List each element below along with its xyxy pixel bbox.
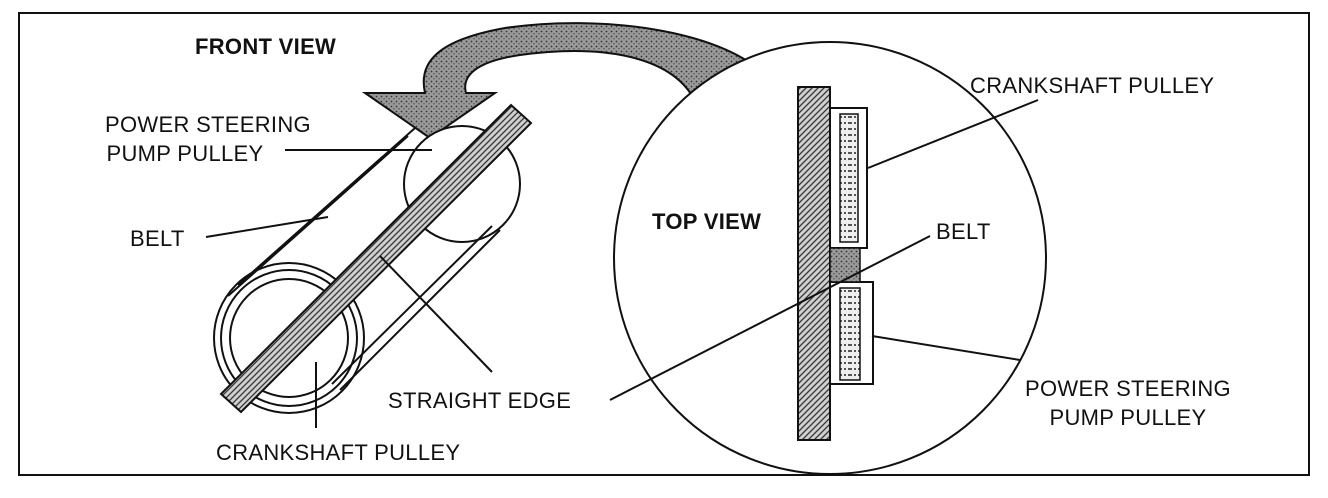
power-steering-label-line2: PUMP PULLEY bbox=[106, 141, 264, 166]
power-steering-pulley-label-top: POWER STEERING PUMP PULLEY bbox=[1002, 377, 1254, 430]
crankshaft-pulley-top bbox=[828, 107, 868, 249]
straight-edge-front bbox=[219, 103, 533, 414]
belt-top bbox=[829, 247, 861, 283]
crankshaft-pulley-label-top: CRANKSHAFT PULLEY bbox=[970, 73, 1215, 98]
power-steering-label-line1: POWER STEERING bbox=[105, 112, 311, 137]
diagram-frame bbox=[18, 12, 1310, 476]
crankshaft-pulley-label-front: CRANKSHAFT PULLEY bbox=[216, 440, 461, 465]
belt-label-front: BELT bbox=[130, 226, 185, 251]
front-leader-lines bbox=[205, 149, 493, 428]
belt-label-top: BELT bbox=[936, 219, 991, 244]
front-view-title: FRONT VIEW bbox=[195, 34, 337, 59]
power-steering-pulley-top bbox=[828, 281, 874, 385]
belt-front bbox=[227, 127, 501, 391]
top-leader-lines bbox=[609, 99, 1039, 401]
power-steering-top-line1: POWER STEERING bbox=[1025, 376, 1231, 401]
power-steering-top-line2: PUMP PULLEY bbox=[1049, 405, 1207, 430]
top-view-title-text: TOP VIEW bbox=[652, 209, 762, 234]
straight-edge-top bbox=[797, 86, 831, 441]
straight-edge-label: STRAIGHT EDGE bbox=[388, 388, 572, 413]
power-steering-pulley-label-front: POWER STEERING PUMP PULLEY bbox=[82, 113, 334, 166]
